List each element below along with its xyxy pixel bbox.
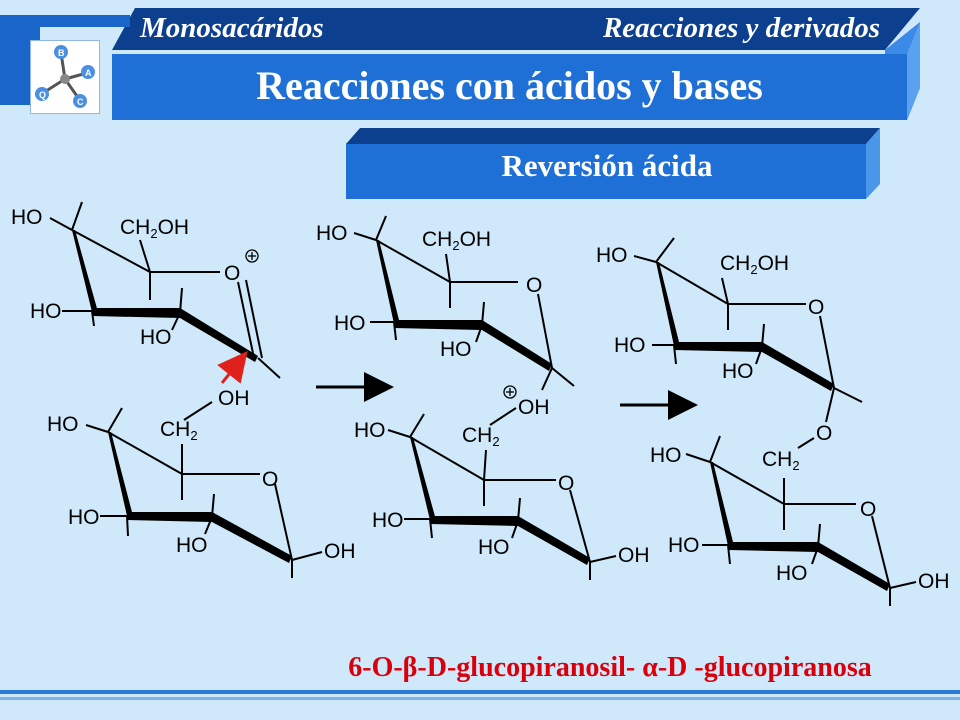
- ho-label: HO: [372, 509, 404, 532]
- ho-label: HO: [478, 536, 510, 559]
- ring-oxygen-label: O: [808, 296, 824, 319]
- ho-label: HO: [47, 413, 79, 436]
- svg-text:Q: Q: [39, 90, 46, 100]
- ring-oxygen-label: O: [860, 498, 876, 521]
- oh-label: OH: [324, 540, 356, 563]
- molecule-4-bottom: HO OH CH2 O HO HO OH: [354, 385, 650, 580]
- reaction-diagram: HO CH2OH O HO HO HO OH CH2 O HO HO OH: [11, 201, 950, 606]
- header-band: [112, 54, 907, 120]
- oh-label: OH: [618, 544, 650, 567]
- molecule-3-top: HO CH2OH O HO HO: [316, 215, 575, 391]
- svg-text:C: C: [77, 97, 84, 107]
- section-title-box: [346, 128, 880, 199]
- molecule-1-top: HO CH2OH O HO HO: [11, 201, 281, 379]
- product-name: 6-O-β-D-glucopiranosil- α-D -glucopirano…: [348, 652, 872, 683]
- red-arrow-icon: [217, 350, 248, 384]
- ho-label: HO: [68, 506, 100, 529]
- ring-oxygen-label: O: [526, 274, 542, 297]
- ho-label: HO: [11, 206, 43, 229]
- header-subtitle-row: Monosacáridos Reacciones y derivados: [130, 12, 890, 48]
- header-3d-shape: [0, 8, 920, 120]
- positive-charge-icon: [245, 249, 259, 263]
- svg-text:B: B: [58, 48, 65, 58]
- ho-label: HO: [316, 222, 348, 245]
- ring-oxygen-label: O: [262, 468, 278, 491]
- subtitle-monosacaridos: Monosacáridos: [140, 12, 324, 44]
- ho-label: HO: [650, 444, 682, 467]
- ho-label: HO: [176, 534, 208, 557]
- ch2-label: CH2: [462, 424, 500, 449]
- positive-charge-icon: [503, 385, 517, 399]
- ho-label: HO: [614, 334, 646, 357]
- subtitle-reacciones: Reacciones y derivados: [602, 12, 880, 44]
- molecule-logo-icon: B Q A C: [35, 45, 95, 108]
- ho-label: HO: [668, 534, 700, 557]
- molecule-5-top: HO CH2OH O HO HO O: [596, 237, 863, 445]
- ho-label: HO: [596, 244, 628, 267]
- glycosidic-oxygen-label: O: [816, 422, 832, 445]
- svg-text:A: A: [85, 68, 92, 78]
- ho-label: HO: [722, 360, 754, 383]
- footer-divider: [0, 697, 960, 700]
- ch2oh-label: CH2OH: [720, 252, 789, 277]
- ch2-label: CH2: [762, 448, 800, 473]
- ho-label: HO: [140, 326, 172, 349]
- section-title: Reversión ácida: [501, 148, 713, 183]
- molecule-2-bottom: HO OH CH2 O HO HO OH: [47, 387, 356, 578]
- ho-label: HO: [334, 312, 366, 335]
- ring-oxygen-label: O: [224, 262, 240, 285]
- logo: B Q A C: [30, 40, 100, 114]
- oh-label: OH: [518, 396, 550, 419]
- ho-label: HO: [440, 338, 472, 361]
- oh-label: OH: [918, 570, 950, 593]
- molecule-6-bottom: HO CH2 O HO HO OH: [650, 435, 950, 606]
- page-title: Reacciones con ácidos y bases: [256, 63, 763, 108]
- ho-label: HO: [354, 419, 386, 442]
- ch2-label: CH2: [160, 418, 198, 443]
- footer-divider: [0, 690, 960, 694]
- ho-label: HO: [30, 300, 62, 323]
- ch2oh-label: CH2OH: [120, 216, 189, 241]
- ch2oh-label: CH2OH: [422, 228, 491, 253]
- oh-label: OH: [218, 387, 250, 410]
- ring-oxygen-label: O: [558, 472, 574, 495]
- ho-label: HO: [776, 562, 808, 585]
